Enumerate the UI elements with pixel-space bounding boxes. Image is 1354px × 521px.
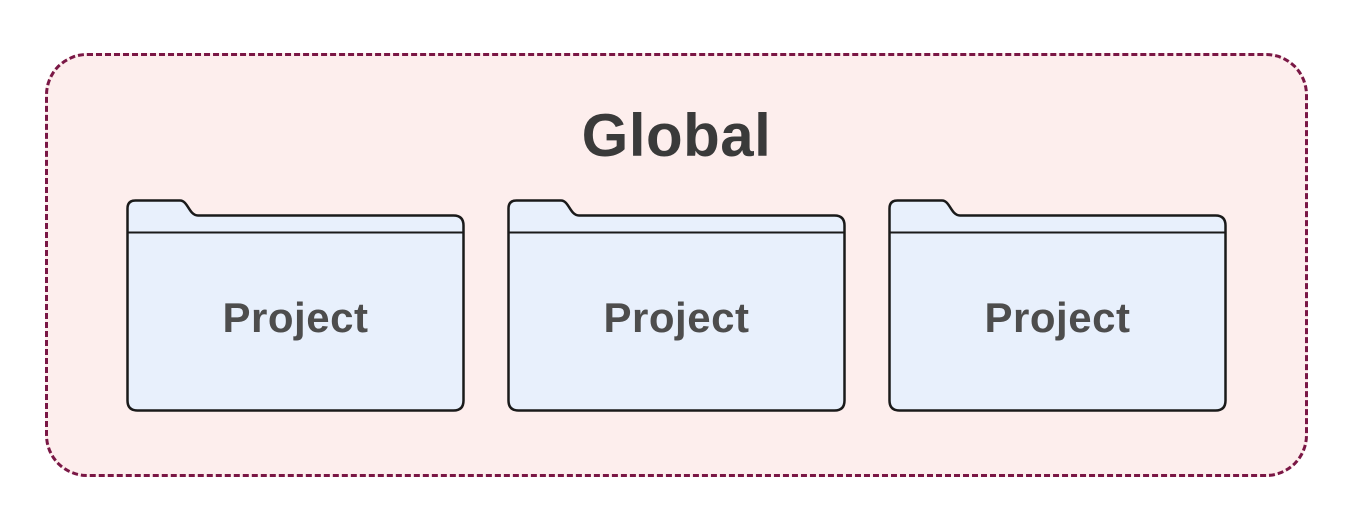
folder-label: Project xyxy=(984,294,1131,341)
folder-project-2: Project xyxy=(507,199,846,412)
folder-shape-path xyxy=(888,199,1227,412)
global-container: Global Project Project xyxy=(45,53,1308,477)
folders-row: Project Project Project xyxy=(48,199,1305,412)
folder-shape-path xyxy=(126,199,465,412)
global-container-label: Global xyxy=(581,102,772,169)
folder-shape-path xyxy=(507,199,846,412)
folder-icon xyxy=(507,199,846,412)
folder-label: Project xyxy=(222,294,369,341)
folder-label: Project xyxy=(603,294,750,341)
folder-icon xyxy=(888,199,1227,412)
folder-icon xyxy=(126,199,465,412)
folder-project-3: Project xyxy=(888,199,1227,412)
folder-project-1: Project xyxy=(126,199,465,412)
